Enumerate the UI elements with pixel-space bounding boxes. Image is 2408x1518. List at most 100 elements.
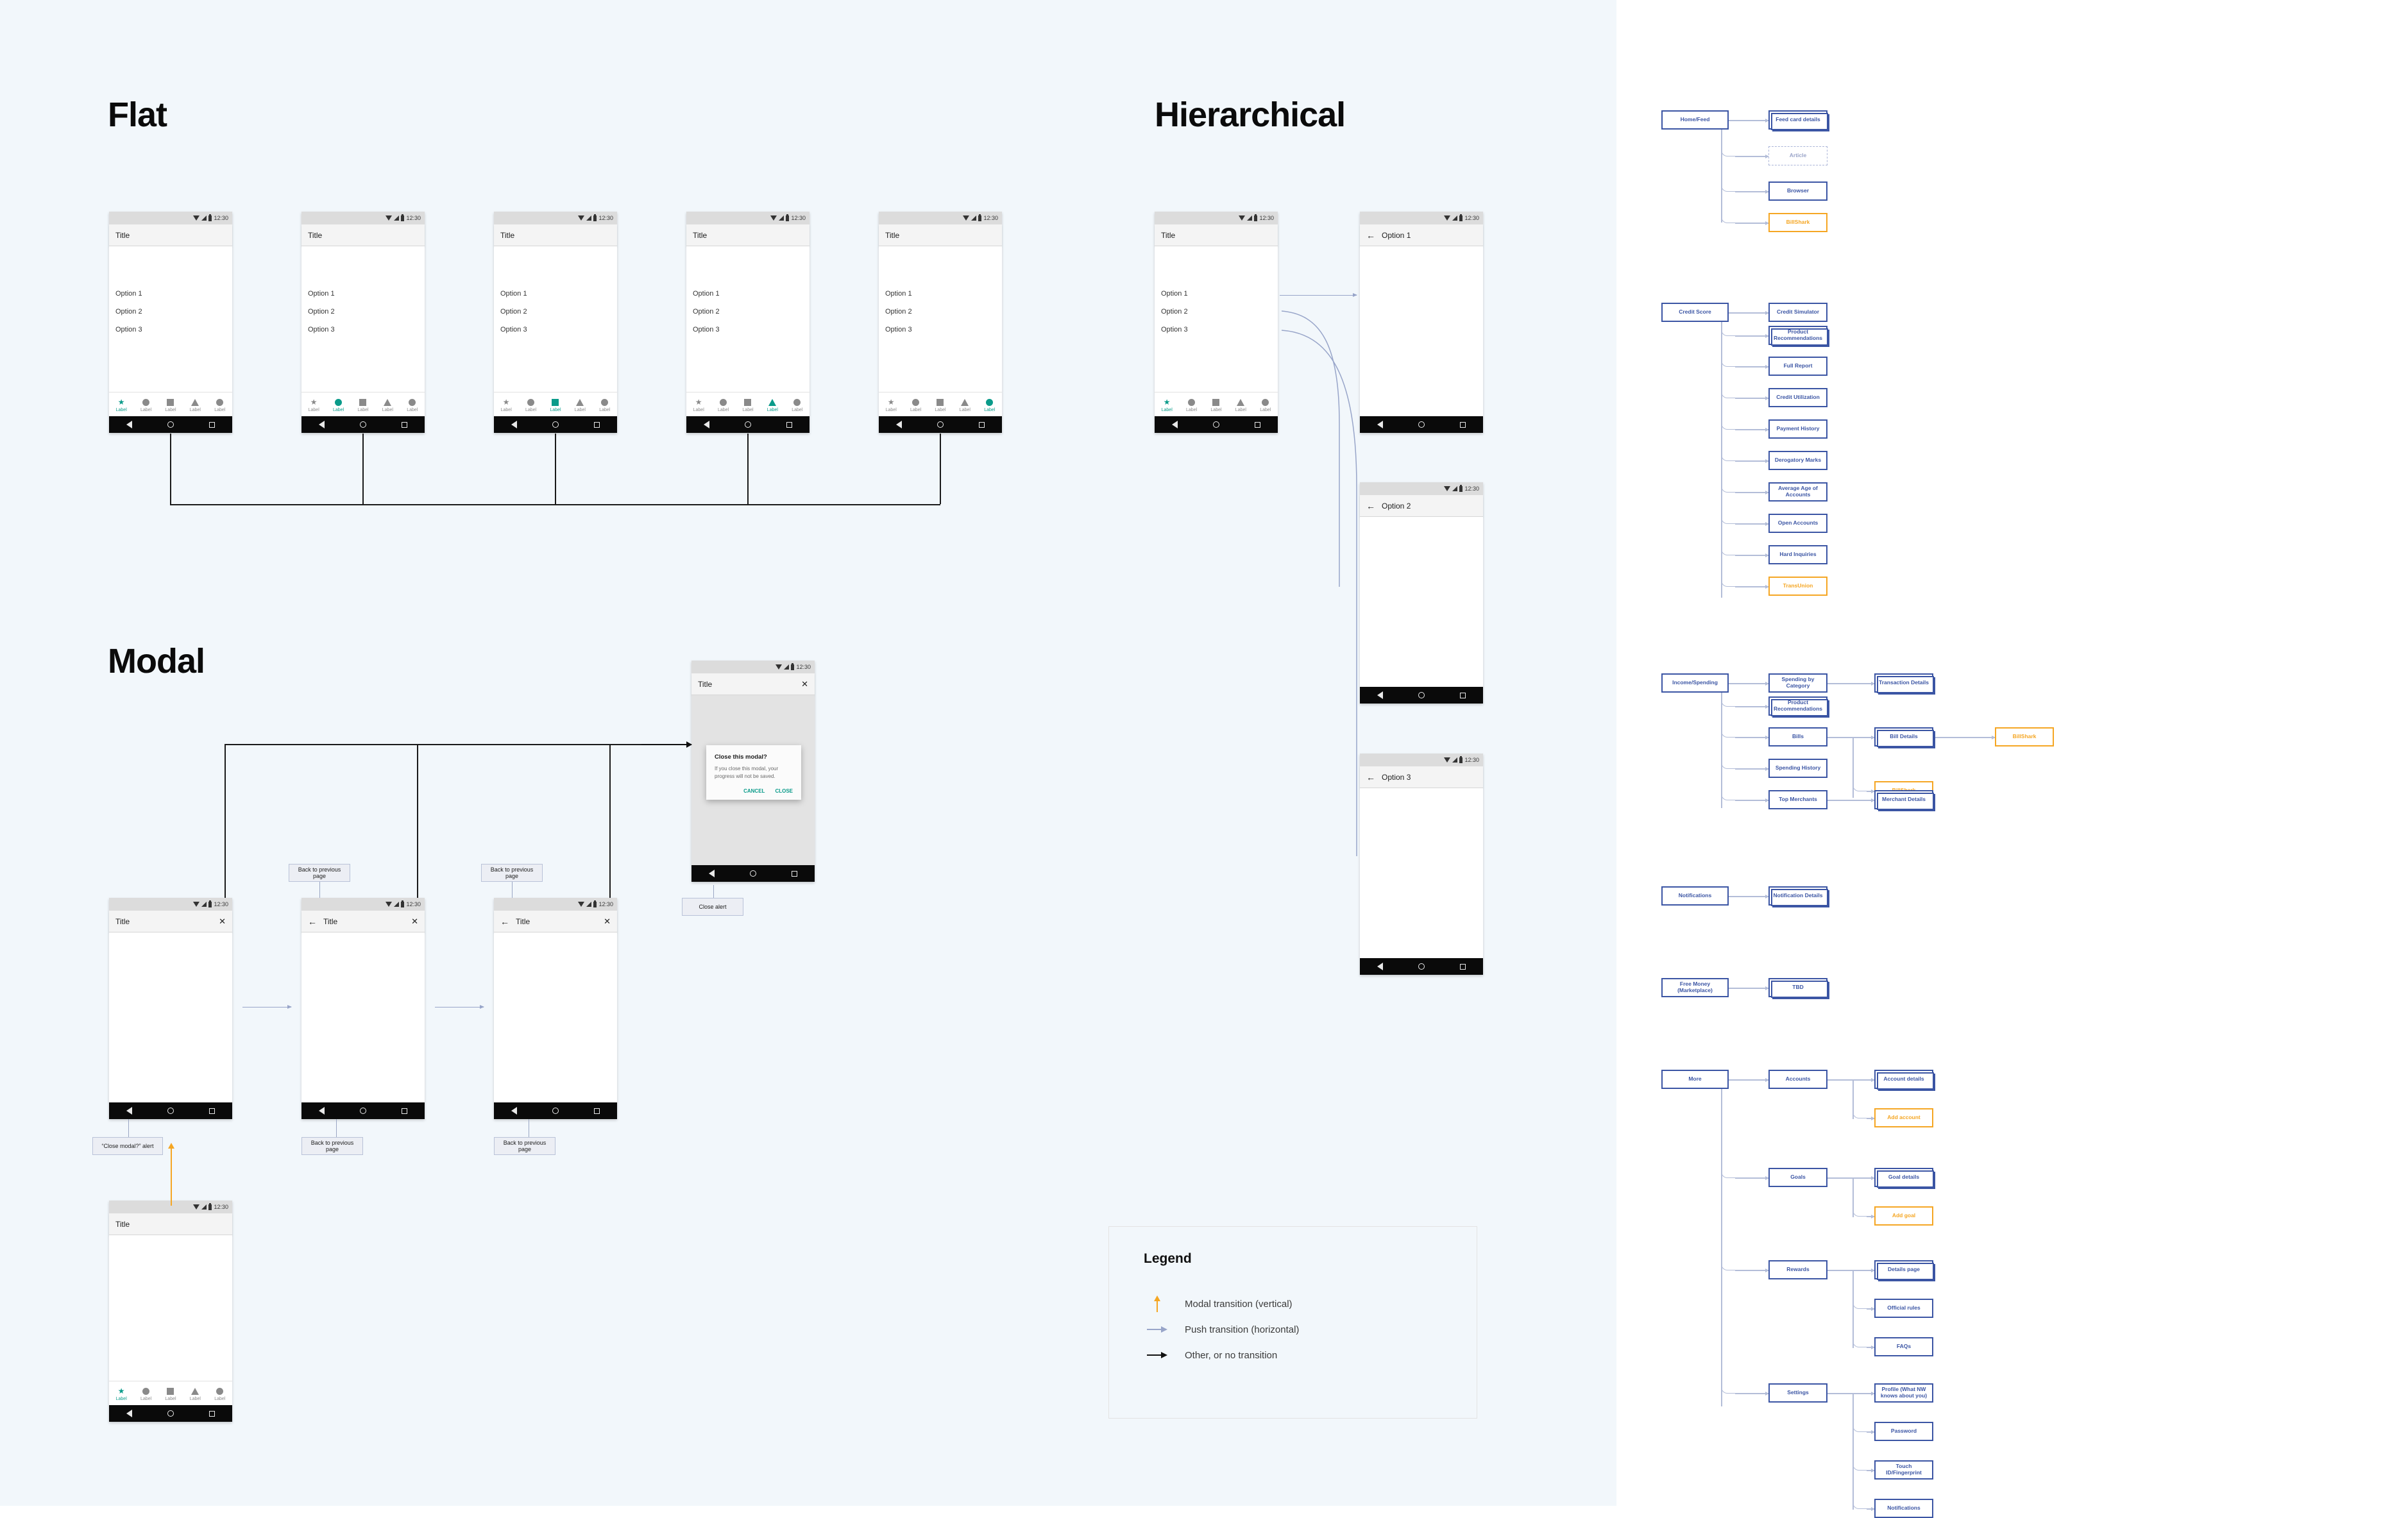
list-item[interactable]: Option 1 xyxy=(1161,290,1188,298)
nav-home-icon[interactable] xyxy=(359,1108,366,1114)
sitemap-node-credit-score[interactable]: Credit Score xyxy=(1661,303,1729,322)
sitemap-node-notification-details[interactable]: Notification Details xyxy=(1768,886,1829,907)
nav-home-icon[interactable] xyxy=(167,1410,174,1417)
android-nav-bar[interactable] xyxy=(1155,416,1278,433)
sitemap-node-goal-details[interactable]: Goal details xyxy=(1874,1168,1935,1189)
android-nav-bar[interactable] xyxy=(301,416,425,433)
list-item[interactable]: Option 2 xyxy=(115,308,142,316)
android-nav-bar[interactable] xyxy=(879,416,1002,433)
list-item[interactable]: Option 3 xyxy=(308,326,335,333)
sitemap-node-details-page[interactable]: Details page xyxy=(1874,1260,1935,1281)
tab-4[interactable]: Label xyxy=(760,398,784,412)
nav-back-icon[interactable] xyxy=(1377,691,1384,699)
tab-5[interactable]: Label xyxy=(978,398,1002,412)
list-item[interactable]: Option 1 xyxy=(885,290,912,298)
close-icon[interactable]: ✕ xyxy=(411,916,418,926)
android-nav-bar[interactable] xyxy=(1360,416,1483,433)
back-arrow-icon[interactable]: ← xyxy=(1366,772,1375,782)
sitemap-node-transunion[interactable]: TransUnion xyxy=(1768,577,1827,596)
tab-2[interactable]: Label xyxy=(1179,398,1203,412)
tab-3[interactable]: Label xyxy=(351,398,375,412)
tab-5[interactable]: Label xyxy=(1253,398,1278,412)
sitemap-node-settings-notifications[interactable]: Notifications xyxy=(1874,1499,1933,1518)
tab-5[interactable]: Label xyxy=(593,398,617,412)
sitemap-node-accounts[interactable]: Accounts xyxy=(1768,1070,1827,1089)
bottom-tab-bar[interactable]: ★Label Label Label Label Label xyxy=(686,392,810,416)
list-item[interactable]: Option 2 xyxy=(693,308,720,316)
android-nav-bar[interactable] xyxy=(109,1102,232,1119)
sitemap-node-touch-id[interactable]: Touch ID/Fingerprint xyxy=(1874,1460,1933,1480)
android-nav-bar[interactable] xyxy=(494,416,617,433)
list-item[interactable]: Option 1 xyxy=(115,290,142,298)
tab-2[interactable]: Label xyxy=(903,398,928,412)
sitemap-node-goals[interactable]: Goals xyxy=(1768,1168,1827,1187)
android-nav-bar[interactable] xyxy=(109,416,232,433)
sitemap-node-feed-card-details[interactable]: Feed card details xyxy=(1768,110,1829,131)
sitemap-node-income-spending[interactable]: Income/Spending xyxy=(1661,673,1729,693)
sitemap-node-credit-simulator[interactable]: Credit Simulator xyxy=(1768,303,1827,322)
sitemap-node-bills[interactable]: Bills xyxy=(1768,727,1827,746)
nav-home-icon[interactable] xyxy=(167,421,174,428)
tab-2[interactable]: Label xyxy=(133,1387,158,1401)
sitemap-node-product-recommendations-is[interactable]: Product Recommendations xyxy=(1768,696,1829,718)
sitemap-node-rewards[interactable]: Rewards xyxy=(1768,1260,1827,1279)
nav-back-icon[interactable] xyxy=(896,421,903,428)
android-nav-bar[interactable] xyxy=(1360,958,1483,975)
tab-3[interactable]: Label xyxy=(158,398,183,412)
nav-back-icon[interactable] xyxy=(319,421,325,428)
close-icon[interactable]: ✕ xyxy=(604,916,611,926)
nav-recents-icon[interactable] xyxy=(978,421,985,428)
tab-1[interactable]: ★Label xyxy=(301,398,326,412)
list-item[interactable]: Option 3 xyxy=(885,326,912,333)
sitemap-node-settings[interactable]: Settings xyxy=(1768,1383,1827,1403)
tab-2[interactable]: Label xyxy=(711,398,735,412)
nav-home-icon[interactable] xyxy=(552,421,559,428)
bottom-tab-bar[interactable]: ★Label Label Label Label Label xyxy=(109,392,232,416)
bottom-tab-bar[interactable]: ★Label Label Label Label Label xyxy=(301,392,425,416)
list-item[interactable]: Option 3 xyxy=(115,326,142,333)
cancel-button[interactable]: CANCEL xyxy=(743,788,765,795)
sitemap-node-password[interactable]: Password xyxy=(1874,1422,1933,1441)
sitemap-node-billshark-home[interactable]: BillShark xyxy=(1768,213,1827,232)
sitemap-node-spending-history[interactable]: Spending History xyxy=(1768,759,1827,778)
tab-3[interactable]: Label xyxy=(736,398,760,412)
sitemap-node-add-goal[interactable]: Add goal xyxy=(1874,1206,1933,1226)
sitemap-node-article[interactable]: Article xyxy=(1768,146,1827,165)
nav-back-icon[interactable] xyxy=(126,1107,133,1115)
sitemap-node-spending-by-category[interactable]: Spending by Category xyxy=(1768,673,1827,693)
tab-1[interactable]: ★Label xyxy=(686,398,711,412)
tab-5[interactable]: Label xyxy=(785,398,810,412)
nav-home-icon[interactable] xyxy=(167,1108,174,1114)
back-arrow-icon[interactable]: ← xyxy=(500,916,509,927)
sitemap-node-credit-utilization[interactable]: Credit Utilization xyxy=(1768,388,1827,407)
nav-recents-icon[interactable] xyxy=(1459,421,1466,428)
nav-back-icon[interactable] xyxy=(709,870,715,877)
tab-3[interactable]: Label xyxy=(543,398,568,412)
sitemap-node-top-merchants[interactable]: Top Merchants xyxy=(1768,790,1827,809)
nav-recents-icon[interactable] xyxy=(208,1108,215,1114)
nav-recents-icon[interactable] xyxy=(208,1410,215,1417)
nav-back-icon[interactable] xyxy=(1172,421,1178,428)
bottom-tab-bar[interactable]: ★Label Label Label Label Label xyxy=(879,392,1002,416)
android-nav-bar[interactable] xyxy=(494,1102,617,1119)
close-button[interactable]: CLOSE xyxy=(775,788,793,795)
list-item[interactable]: Option 3 xyxy=(1161,326,1188,333)
nav-recents-icon[interactable] xyxy=(791,870,797,877)
nav-home-icon[interactable] xyxy=(749,870,756,877)
nav-recents-icon[interactable] xyxy=(593,1108,600,1114)
bottom-tab-bar[interactable]: ★Label Label Label Label Label xyxy=(109,1381,232,1405)
nav-recents-icon[interactable] xyxy=(593,421,600,428)
list-item[interactable]: Option 1 xyxy=(500,290,527,298)
sitemap-node-tbd[interactable]: TBD xyxy=(1768,978,1829,999)
list-item[interactable]: Option 3 xyxy=(693,326,720,333)
tab-4[interactable]: Label xyxy=(568,398,592,412)
tab-3[interactable]: Label xyxy=(158,1387,183,1401)
list-item[interactable]: Option 2 xyxy=(308,308,335,316)
nav-home-icon[interactable] xyxy=(359,421,366,428)
sitemap-node-full-report[interactable]: Full Report xyxy=(1768,357,1827,376)
android-nav-bar[interactable] xyxy=(1360,687,1483,704)
nav-back-icon[interactable] xyxy=(511,421,518,428)
nav-home-icon[interactable] xyxy=(744,421,751,428)
list-item[interactable]: Option 2 xyxy=(885,308,912,316)
android-nav-bar[interactable] xyxy=(301,1102,425,1119)
